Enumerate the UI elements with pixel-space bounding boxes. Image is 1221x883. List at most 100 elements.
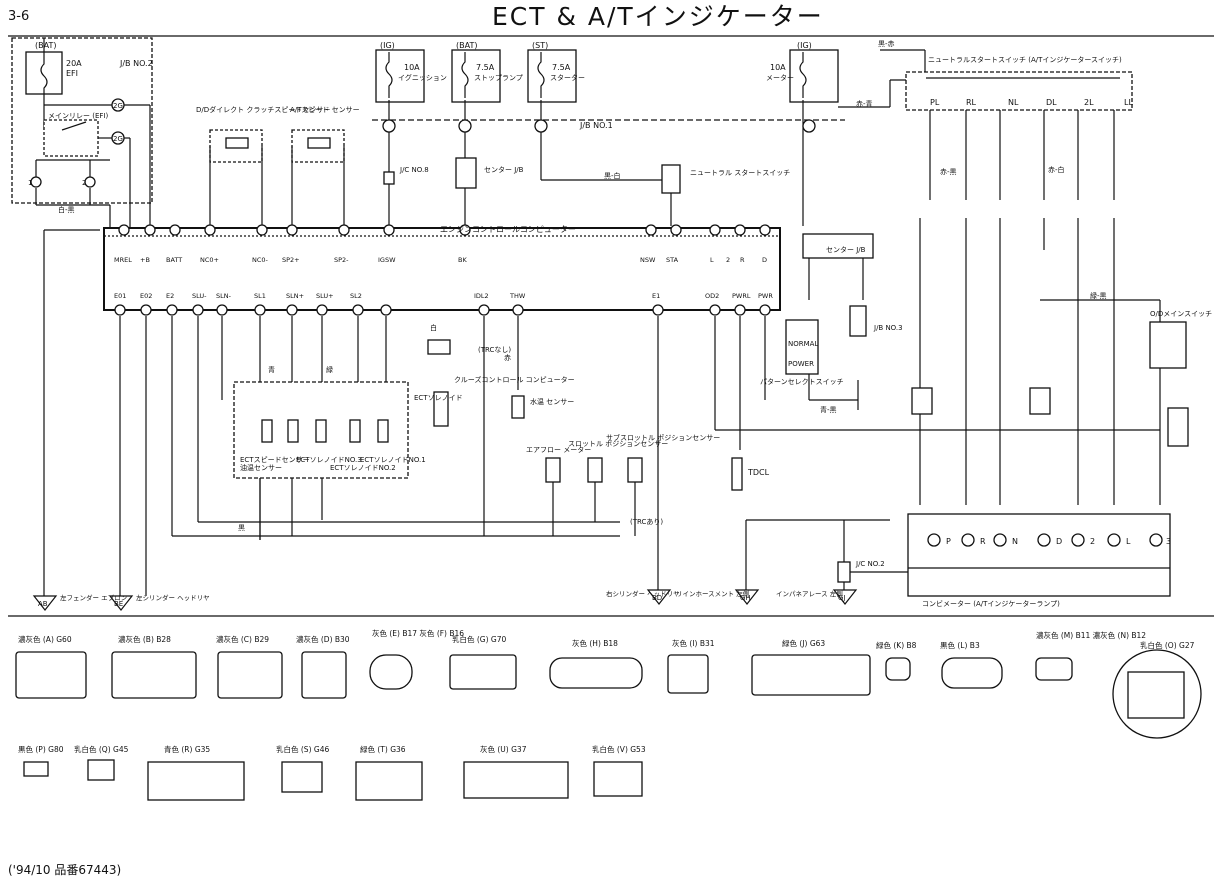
pin-batt: BATT: [166, 256, 182, 264]
pin-d: D: [762, 256, 767, 264]
pin-slu-m: SLU-: [192, 292, 207, 300]
wire-color-lb: 青-黒: [820, 405, 837, 414]
sw-nl: NL: [1008, 98, 1019, 107]
power-label-st: (ST): [532, 41, 548, 50]
jb3-label: J/B NO.3: [873, 324, 903, 332]
sensor-ect-sol2: ECTソレノイドNO.2: [330, 464, 396, 472]
ect-solenoid-block: [233, 381, 409, 540]
conn-r-label: 青色 (R) G35: [164, 744, 210, 754]
conn-ef-label: 灰色 (E) B17 灰色 (F) B16: [372, 628, 464, 638]
pin-r: R: [740, 256, 745, 264]
conn-p-label: 黒色 (P) G80: [18, 744, 64, 754]
sw-2l: 2L: [1084, 98, 1094, 107]
conn-b-label: 濃灰色 (B) B28: [118, 634, 171, 644]
pin-sl2: SL2: [350, 292, 362, 300]
combination-meter: [907, 513, 1171, 597]
sw-rl: RL: [966, 98, 977, 107]
jc2-box: [837, 561, 851, 583]
pin-sl1: SL1: [254, 292, 266, 300]
ground-gj-label: インパネアレース 左側: [776, 589, 843, 598]
pin-sp2m: SP2-: [334, 256, 349, 264]
normal-label: NORMAL: [788, 340, 818, 348]
center-jb-lower: [1029, 387, 1051, 415]
power-label-bat1: (BAT): [35, 41, 56, 50]
fuse-ign-name: イグニッション: [398, 73, 447, 82]
lamp-3: 3: [1166, 537, 1171, 546]
lamp-d: D: [1056, 537, 1062, 546]
ecu-box: [103, 227, 781, 311]
pin-od2: OD2: [705, 292, 719, 300]
conn-s-label: 乳白色 (S) G46: [276, 744, 329, 754]
ground-symbols: [32, 589, 858, 611]
ecu-bottom-pins: [114, 304, 771, 316]
svg-text:2: 2: [82, 179, 86, 187]
sensor-oil-temp: 油温センサー: [240, 463, 282, 472]
od-direct-sensor-label: D/Dダイレクト クラッチスピードセンサー: [196, 105, 330, 114]
ect-solenoid-label: ECTソレノイド: [414, 394, 463, 402]
conn-q-label: 乳白色 (Q) G45: [74, 744, 129, 754]
sw-ll: LL: [1124, 98, 1133, 107]
fuse-efi-amp: 20A: [66, 59, 82, 68]
left-wires: [35, 104, 151, 596]
sensor-ect-sol1: ECTソレノイドNO.1: [360, 456, 426, 464]
pin-igsw: IGSW: [378, 256, 396, 264]
footer-code: ('94/10 品番67443): [8, 863, 122, 877]
center-jb-right: [1167, 407, 1189, 447]
pin-mrel: MREL: [114, 256, 132, 264]
ground-gj-id: GJ: [838, 594, 846, 602]
cruise-ecu-label: クルーズコントロール コンピューター: [454, 375, 575, 384]
wire-color-rb: 赤-黒: [940, 168, 957, 176]
pin-e01: E01: [114, 292, 126, 300]
fuse-meter-amp: 10A: [770, 63, 786, 72]
page-number: 3-6: [8, 9, 30, 24]
wire-color-wb: 白-黒: [58, 205, 75, 214]
at-speed-sensor-label: A/Tスピード センサー: [290, 106, 360, 114]
stop-fuse: [451, 49, 501, 226]
wire-color-bw: 黒-白: [604, 171, 621, 180]
pin-pwr: PWR: [758, 292, 773, 300]
efi-jb2-block: 2G 2G 1 2: [11, 37, 153, 204]
jc2-label: J/C NO.2: [855, 560, 885, 568]
conn-mn-label: 濃灰色 (M) B11 濃灰色 (N) B12: [1036, 630, 1146, 640]
trc1-label: (TRCなし): [478, 346, 511, 354]
pin-l: L: [710, 256, 714, 264]
trc2-label: (TRCあり): [630, 518, 663, 526]
conn-k-label: 緑色 (K) B8: [876, 640, 917, 650]
sw-pl: PL: [930, 98, 940, 107]
connector-drawings: [15, 649, 1202, 801]
jb2-label: J/B NO.2: [119, 59, 153, 68]
neutral-start-small-label: ニュートラル スタートスイッチ: [690, 168, 790, 177]
wire-color-br: 黒-赤: [878, 40, 895, 48]
svg-text:1: 1: [28, 179, 32, 187]
conn-i-label: 灰色 (I) B31: [672, 638, 715, 648]
pin-idl2: IDL2: [474, 292, 489, 300]
airflow-meter-label: エアフロー メーター: [526, 445, 591, 454]
conn-g-label: 乳白色 (G) G70: [452, 634, 507, 644]
jb3-lower: [911, 387, 933, 415]
tdcl-box: [731, 457, 743, 491]
power-label-bat2: (BAT): [456, 41, 477, 50]
sensor-ect-speed: ECTスピードセンサー: [240, 456, 310, 464]
pin-sln-p: SLN+: [286, 292, 304, 300]
od-main-switch-box: [1149, 321, 1187, 369]
ground-bd-label: 右シリンダー ヘッドリヤ: [606, 589, 680, 598]
conn-u-label: 灰色 (U) G37: [480, 744, 527, 754]
pin-2: 2: [726, 256, 730, 264]
ground-gh-id: GH: [740, 594, 751, 602]
conn-l-label: 黒色 (L) B3: [940, 640, 980, 650]
pin-b: +B: [140, 256, 150, 264]
pin-nsw: NSW: [640, 256, 656, 264]
throttle-sensor-label: スロットル ポジションセンサー: [568, 440, 668, 448]
fuse-starter-name: スターター: [550, 73, 585, 82]
pin-bk: BK: [458, 256, 467, 264]
wire-color-gb: 緑-黒: [1090, 291, 1107, 300]
pin-thw: THW: [509, 292, 526, 300]
lamp-p: P: [946, 537, 951, 546]
starter-fuse: [527, 49, 580, 181]
od-direct-clutch-sensor: [209, 129, 263, 226]
pin-nc0m: NC0-: [252, 256, 269, 264]
center-jb-small: [455, 157, 477, 189]
conn-t-label: 緑色 (T) G36: [360, 744, 406, 754]
